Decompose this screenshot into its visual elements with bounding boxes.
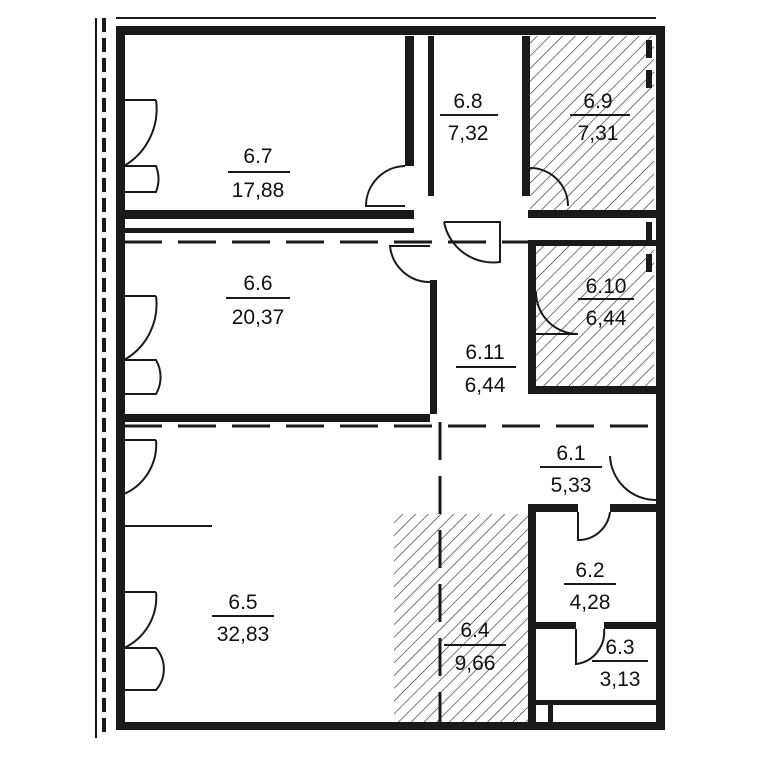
room-6-11-label: 6.11 6,44 bbox=[456, 341, 516, 397]
room-6-8-label: 6.8 7,32 bbox=[440, 90, 498, 145]
room-6-5-label: 6.5 32,83 bbox=[212, 591, 274, 646]
room-number: 6.8 bbox=[453, 90, 482, 113]
hatched-zones bbox=[394, 36, 654, 726]
hatched-zone-6-10 bbox=[536, 244, 654, 386]
room-area: 20,37 bbox=[232, 306, 285, 329]
door-6-7-a bbox=[123, 99, 160, 193]
room-area: 6,44 bbox=[586, 307, 627, 330]
door-6-9-hall bbox=[529, 167, 569, 207]
door-6-10-hall bbox=[535, 291, 579, 335]
room-area: 9,66 bbox=[455, 652, 496, 675]
room-area: 32,83 bbox=[217, 623, 270, 646]
door-6-5-a bbox=[123, 439, 158, 495]
room-number: 6.2 bbox=[575, 559, 604, 582]
hatched-zone-6-4 bbox=[394, 514, 530, 726]
room-number: 6.3 bbox=[605, 636, 634, 659]
room-number: 6.9 bbox=[583, 90, 612, 113]
door-6-7-hall bbox=[364, 165, 406, 207]
room-area: 7,32 bbox=[448, 122, 489, 145]
hatched-zone-6-9 bbox=[530, 36, 654, 210]
room-6-10-label: 6.10 6,44 bbox=[578, 275, 634, 330]
door-6-8-hall bbox=[443, 221, 501, 264]
door-6-1-entry bbox=[609, 455, 657, 502]
door-6-3 bbox=[575, 628, 606, 666]
room-number: 6.5 bbox=[228, 591, 257, 614]
room-number: 6.7 bbox=[243, 145, 272, 168]
room-number: 6.4 bbox=[460, 619, 490, 642]
room-area: 7,31 bbox=[578, 122, 619, 145]
room-6-4-label: 6.4 9,66 bbox=[444, 619, 506, 675]
room-area: 6,44 bbox=[465, 374, 506, 397]
room-6-2-label: 6.2 4,28 bbox=[564, 559, 616, 614]
room-area: 17,88 bbox=[232, 179, 285, 202]
doors bbox=[123, 99, 657, 691]
room-labels: 6.7 17,88 6.8 7,32 6.9 7,31 6.6 20,37 6.… bbox=[212, 90, 648, 691]
room-number: 6.1 bbox=[556, 442, 585, 465]
room-area: 3,13 bbox=[600, 668, 641, 691]
room-6-9-label: 6.9 7,31 bbox=[570, 90, 630, 145]
room-number: 6.10 bbox=[586, 275, 627, 298]
door-6-5-b bbox=[123, 591, 165, 691]
exterior-walls bbox=[95, 17, 665, 738]
room-number: 6.6 bbox=[243, 272, 272, 295]
axis-lines bbox=[124, 240, 656, 722]
room-6-7-label: 6.7 17,88 bbox=[228, 145, 290, 202]
room-area: 4,28 bbox=[570, 591, 611, 614]
room-number: 6.11 bbox=[465, 341, 504, 364]
room-6-3-label: 6.3 3,13 bbox=[592, 636, 648, 691]
room-area: 5,33 bbox=[551, 474, 592, 497]
room-6-1-label: 6.1 5,33 bbox=[540, 442, 602, 497]
door-6-2 bbox=[577, 511, 611, 542]
door-6-6-a bbox=[123, 295, 162, 395]
door-6-6-hall bbox=[388, 245, 431, 284]
room-6-6-label: 6.6 20,37 bbox=[226, 272, 290, 329]
